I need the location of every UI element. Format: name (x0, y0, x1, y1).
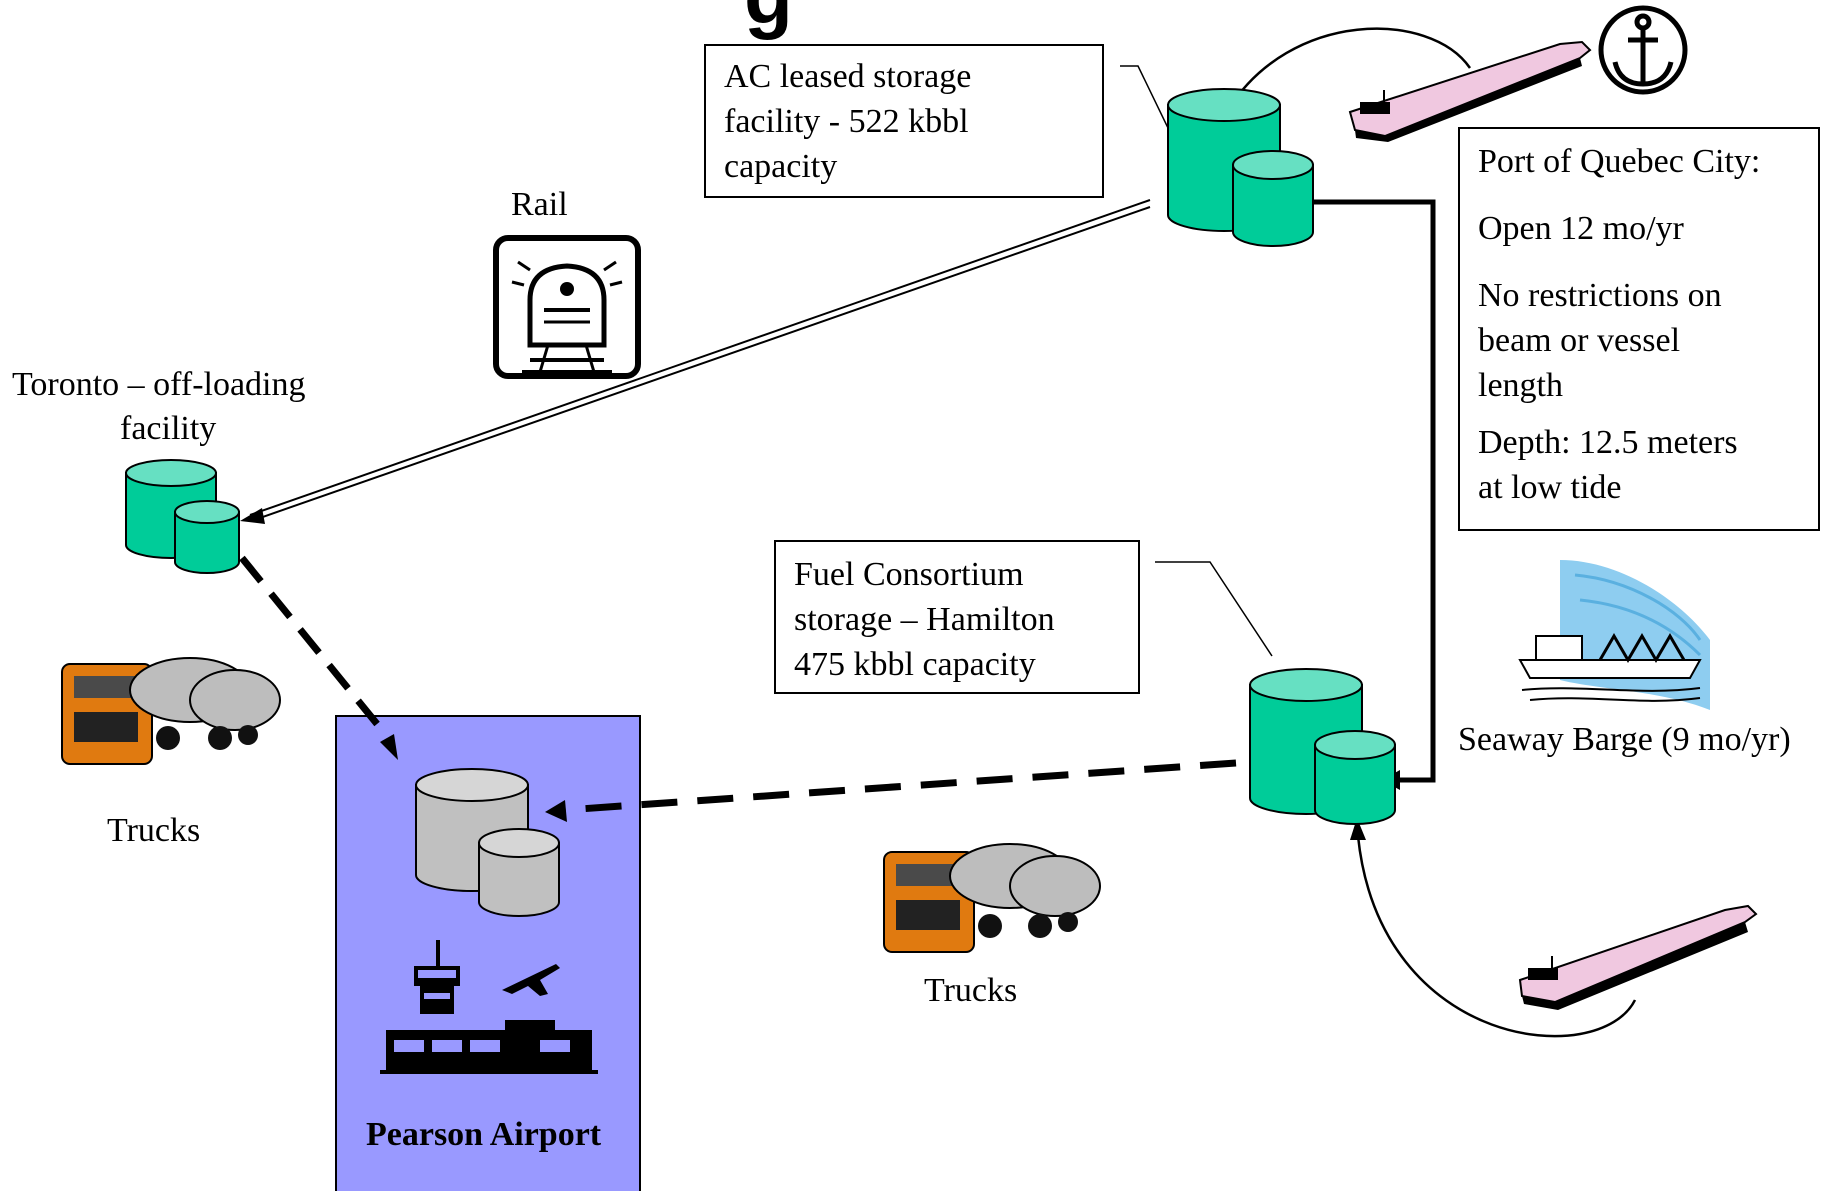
fuel-consortium-callout-line (1155, 561, 1273, 657)
truck-route-toronto-airport (239, 555, 398, 760)
port-info-restrictions-1: No restrictions on (1478, 277, 1722, 314)
ac-storage-callout: AC leased storage facility - 522 kbbl ca… (704, 44, 1104, 198)
rail-label: Rail (511, 186, 568, 223)
barge-icon (1518, 560, 1710, 710)
title-fragment: g (744, 0, 793, 36)
truck-icon-left (61, 657, 281, 765)
anchor-icon (1598, 5, 1688, 95)
airport-tower-icon (380, 940, 598, 1074)
fuel-consortium-line-2: storage – Hamilton (794, 601, 1055, 638)
airport-label: Pearson Airport (366, 1116, 602, 1153)
ac-storage-line-1: AC leased storage (724, 58, 972, 95)
toronto-storage-tank-icon (125, 459, 240, 574)
ac-storage-callout-line (1120, 65, 1169, 129)
truck-route-hamilton-airport (545, 759, 1237, 822)
port-info-restrictions-3: length (1478, 367, 1563, 404)
barge-label: Seaway Barge (9 mo/yr) (1458, 721, 1791, 758)
ac-storage-line-3: capacity (724, 148, 838, 185)
fuel-consortium-line-1: Fuel Consortium (794, 556, 1024, 593)
fuel-consortium-line-3: 475 kbbl capacity (794, 646, 1036, 683)
ac-storage-line-2: facility - 522 kbbl (724, 103, 969, 140)
port-info-open: Open 12 mo/yr (1478, 210, 1684, 247)
train-icon (493, 235, 641, 379)
truck-icon-middle (883, 843, 1101, 953)
port-info-title: Port of Quebec City: (1478, 143, 1761, 180)
toronto-label-line-1: Toronto – off-loading (12, 366, 306, 403)
ship-unload-arrow-bottom (1350, 818, 1637, 1038)
ship-icon (1348, 40, 1592, 142)
fuel-consortium-callout: Fuel Consortium storage – Hamilton 475 k… (774, 540, 1140, 694)
hamilton-storage-tank-icon (1249, 668, 1396, 825)
port-info-box: Port of Quebec City: Open 12 mo/yr No re… (1458, 127, 1820, 531)
ac-storage-tank-icon (1167, 88, 1314, 247)
rail-route (240, 199, 1151, 524)
ship-icon-bottom (1518, 904, 1758, 1010)
trucks-middle-label: Trucks (924, 972, 1018, 1009)
port-info-depth-1: Depth: 12.5 meters (1478, 424, 1738, 461)
airplane-icon (502, 964, 560, 996)
port-info-restrictions-2: beam or vessel (1478, 322, 1681, 359)
port-info-depth-2: at low tide (1478, 469, 1622, 506)
trucks-left-label: Trucks (107, 812, 201, 849)
airport-storage-tank-icon (415, 768, 560, 917)
toronto-label-line-2: facility (120, 410, 217, 447)
